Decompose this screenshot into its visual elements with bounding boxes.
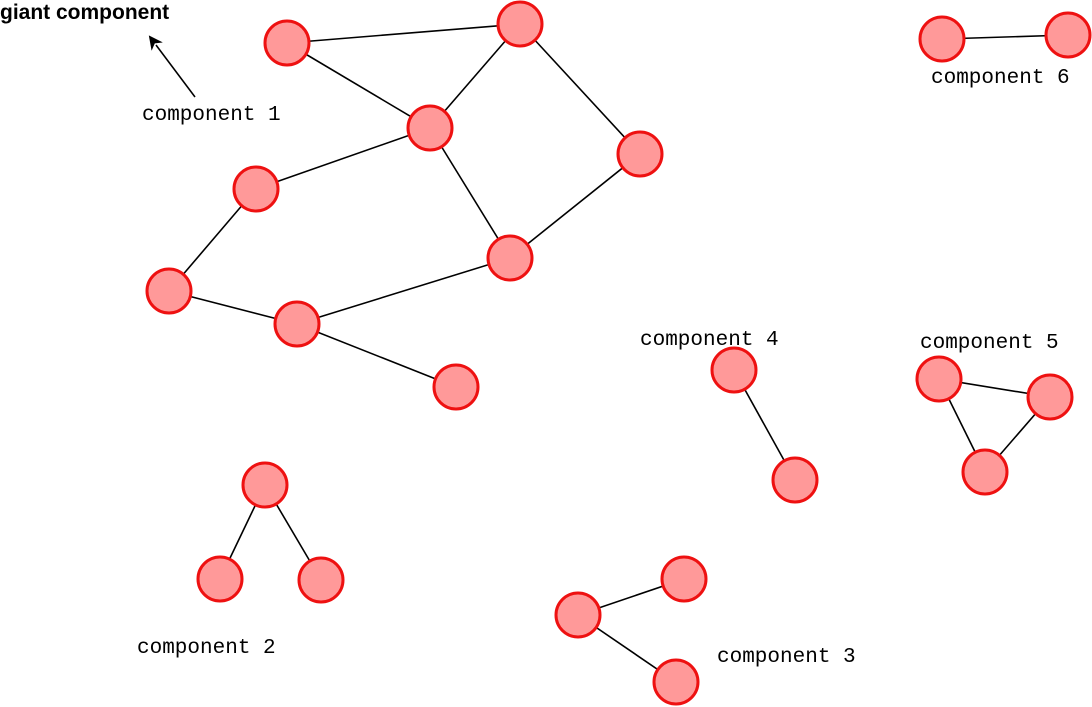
- node-d2: [1026, 373, 1074, 421]
- node-n1: [263, 19, 311, 67]
- node-a1: [241, 461, 289, 509]
- giant-component-arrow: [148, 35, 196, 98]
- component-2-label: component 2: [137, 637, 276, 660]
- giant-component-title: giant component: [0, 1, 169, 24]
- node-c1: [710, 346, 758, 394]
- node-e2: [1044, 11, 1092, 59]
- node-a2: [196, 555, 244, 603]
- node-n6: [486, 234, 534, 282]
- node-c2: [771, 456, 819, 504]
- node-b3: [652, 658, 700, 706]
- component-5-label: component 5: [920, 332, 1059, 355]
- node-n9: [432, 363, 480, 411]
- nodes-layer: [145, 0, 1092, 706]
- node-d3: [961, 448, 1009, 496]
- node-n7: [145, 267, 193, 315]
- edge-n8-n6: [296, 257, 511, 325]
- edge-n3-n6: [429, 127, 511, 259]
- component-1-label: component 1: [142, 104, 281, 127]
- node-b1: [554, 591, 602, 639]
- node-e1: [918, 15, 966, 63]
- edge-n8-n9: [296, 323, 457, 388]
- component-6-label: component 6: [931, 67, 1070, 90]
- edge-n2-n4: [519, 23, 641, 155]
- node-b2: [660, 555, 708, 603]
- edge-n4-n6: [509, 153, 641, 259]
- node-n5: [232, 165, 280, 213]
- node-n3: [406, 104, 454, 152]
- component-4-label: component 4: [640, 329, 779, 352]
- node-d1: [915, 355, 963, 403]
- edge-n1-n2: [286, 23, 521, 44]
- node-a3: [297, 556, 345, 604]
- edge-n3-n5: [255, 127, 431, 190]
- edge-n1-n3: [286, 42, 431, 129]
- node-n4: [616, 130, 664, 178]
- node-n2: [496, 0, 544, 48]
- component-3-label: component 3: [717, 646, 856, 669]
- node-n8: [273, 300, 321, 348]
